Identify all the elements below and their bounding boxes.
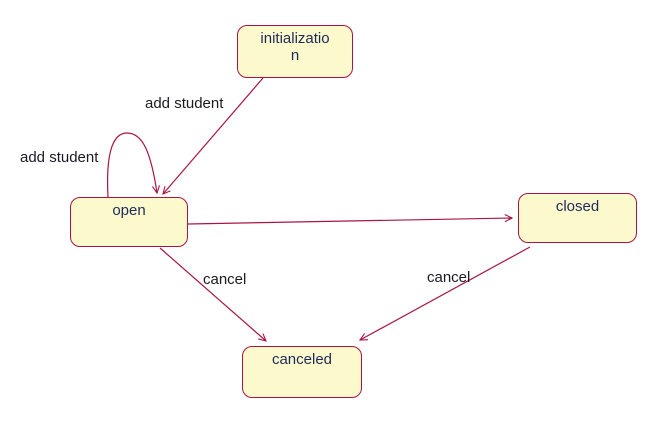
transition-label-open-to-canceled[interactable]: cancel [203,271,247,288]
state-closed[interactable]: closed [518,193,637,243]
state-title: n [290,47,300,64]
transition-initialization-to-open[interactable] [162,77,264,195]
transition-open-to-open[interactable] [106,132,161,198]
state-open[interactable]: open [70,197,188,247]
state-title: canceled [271,351,333,368]
transition-label-initialization-to-open[interactable]: add student [145,95,224,112]
transition-open-to-closed[interactable] [187,214,514,225]
transition-open-to-canceled[interactable] [159,247,267,342]
state-title: open [112,202,146,219]
transition-closed-to-canceled[interactable] [358,246,531,341]
state-title: closed [555,198,600,215]
state-title: initializatio [260,30,330,47]
transition-label-open-to-open[interactable]: add student [20,149,99,166]
transition-label-closed-to-canceled[interactable]: cancel [427,269,471,286]
state-canceled[interactable]: canceled [242,346,362,398]
